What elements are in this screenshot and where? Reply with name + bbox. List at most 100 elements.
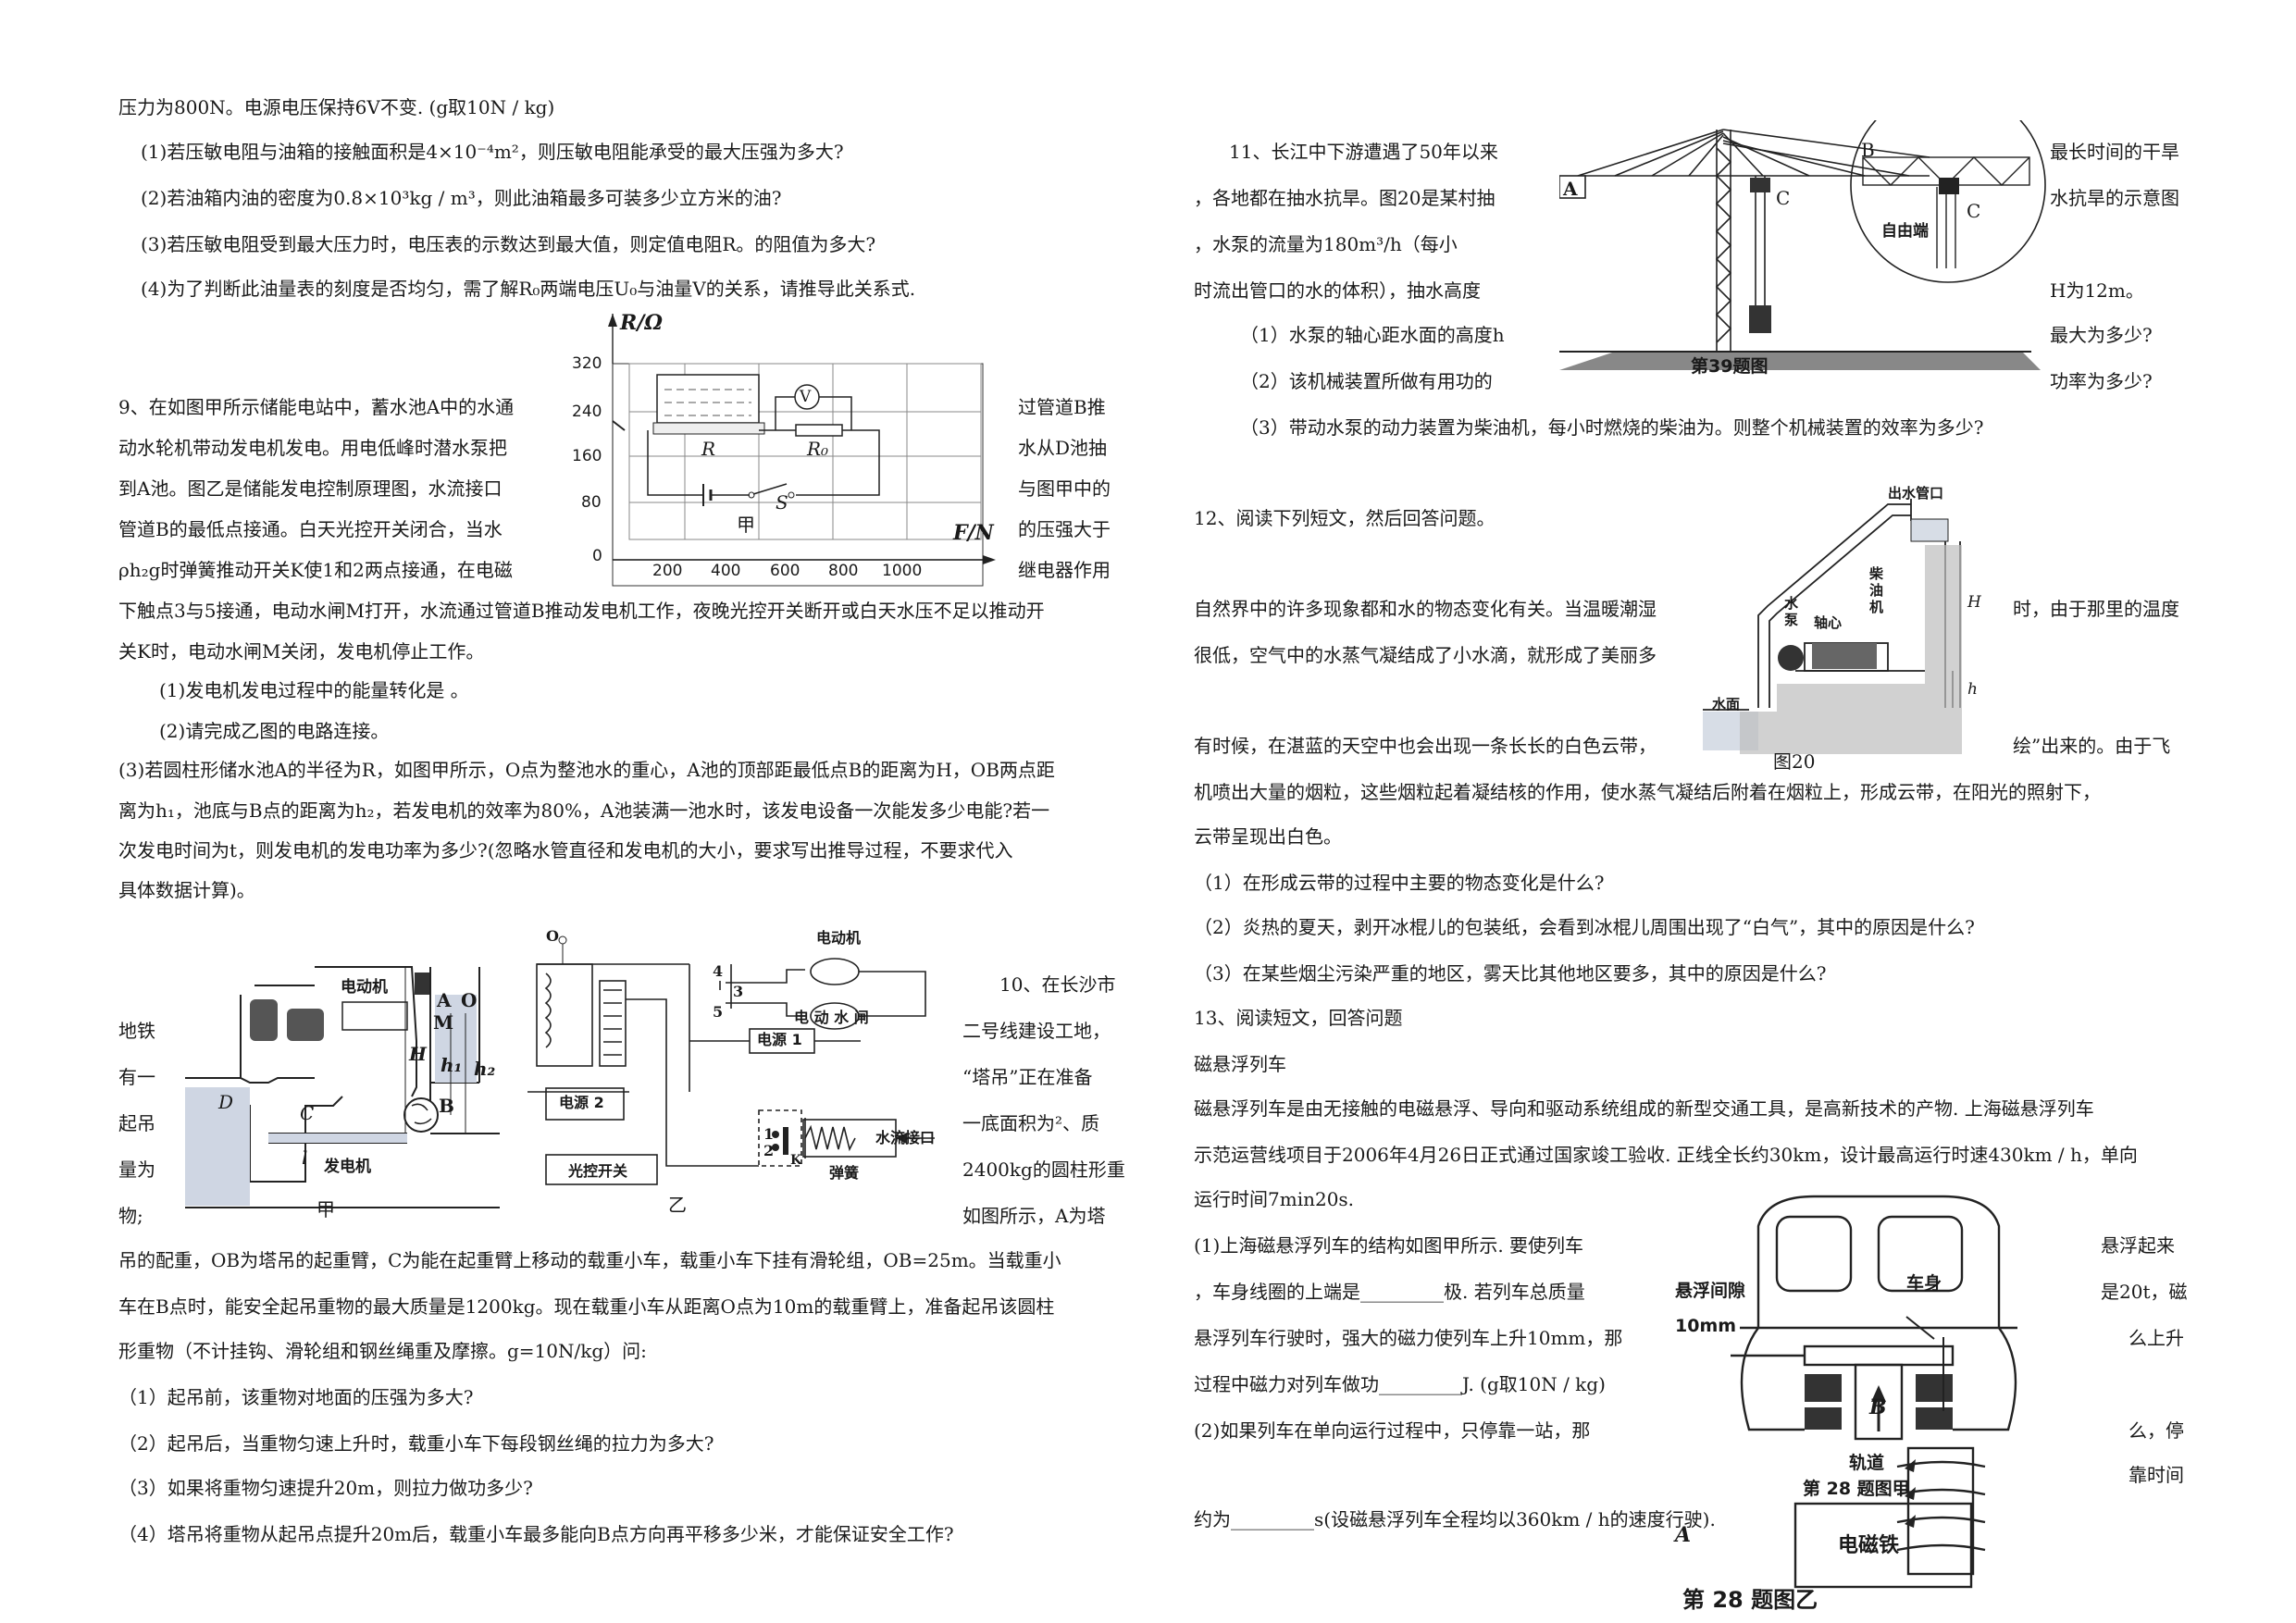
maglev-diagram: 悬浮间隙 10mm 车身 轨道 第 28 题图甲 B A 电磁铁 第 28 题图… [1666,1189,2073,1619]
fig9-label-h1: h₁ [441,1054,463,1076]
question-line: （3）带动水泵的动力装置为柴油机，每小时燃烧的柴油为。则整个机械装置的效率为多少… [1240,416,1984,439]
pump-axle-label: 轴心 [1814,614,1843,631]
pump-diesel-label: 柴油机 [1869,565,1884,615]
text-line: 关K时，电动水闸M关闭，发电机停止工作。 [118,640,485,663]
crane-label-c: C [1776,187,1791,209]
graph-ytick: 80 [581,493,602,512]
fig9b-spring-label: 弹簧 [829,1164,860,1182]
text-line: 地铁 [118,1020,155,1042]
text-line: 如图所示，A为塔 [962,1205,1106,1227]
graph-ytick: 320 [572,354,602,373]
question-line: （1）水泵的轴心距水面的高度h [1240,324,1505,346]
text-line: 到A池。图乙是储能发电控制原理图，水流接口 [118,477,503,500]
text-line: 下触点3与5接通，电动水闸M打开，水流通过管道B推动发电机工作，夜晚光控开关断开… [118,600,1045,622]
text-line: 示范运营线项目于2006年4月26日正式通过国家竣工验收. 正线全长约30km，… [1194,1144,2138,1166]
maglev-label-a: A [1675,1523,1692,1547]
question-line: 悬浮起来 [2101,1234,2175,1257]
text-line: 吊的配重，OB为塔吊的起重臂，C为能在起重臂上移动的载重小车，载重小车下挂有滑轮… [118,1249,1061,1271]
question-line: (2)若油箱内油的密度为0.8×10³kg / m³，则此油箱最多可装多少立方米… [141,187,782,209]
text-line: 继电器作用 [1018,559,1111,581]
text-line: 云带呈现出白色。 [1194,825,1342,848]
text-line: 11、长江中下游遭遇了50年以来 [1229,141,1498,163]
tower-crane-diagram: A B C C 自由端 第39题图 [1559,120,2059,389]
question-line: ，车身线圈的上端是_________极. 若列车总质量 [1194,1281,1585,1303]
pump-label: 水泵 [1784,595,1799,628]
graph-r0-label: R₀ [807,438,829,460]
fig9-label-d: D [218,1091,234,1113]
text-line: 与图甲中的 [1018,477,1111,500]
question-line: (1)发电机发电过程中的能量转化是 。 [159,679,469,701]
question-line: 具体数据计算)。 [118,879,255,901]
text-line: 运行时间7min20s. [1194,1188,1355,1210]
maglev-body-label: 车身 [1906,1273,1942,1294]
pump-height-h-label: H [1967,593,1981,612]
graph-xlabel: F/N [953,521,994,545]
question-line: 约为_________s(设磁悬浮列车全程均以360km / h的速度行驶). [1194,1508,1716,1530]
text-line: 时，由于那里的温度 [2013,598,2179,620]
graph-xtick: 200 [652,562,683,580]
fig9-caption-b: 乙 [668,1194,687,1216]
maglev-label-b: B [1869,1395,1887,1419]
text-line: ，水泵的流量为180m³/h（每小 [1194,233,1458,255]
fig9b-contact-1: 1 [763,1125,775,1143]
fig9b-contact-5: 5 [713,1003,724,1021]
fig9b-label-o: O [546,927,559,945]
fig9b-contact-4: 4 [713,962,724,980]
text-line: 绘”出来的。由于飞 [2013,735,2171,757]
section-title: 12、阅读下列短文，然后回答问题。 [1194,507,1496,529]
resistance-force-graph: R/Ω F/N 320 240 160 80 0 200 400 600 800… [565,310,999,588]
question-line: 过程中磁力对列车做功_________J. (g取10N / kg) [1194,1373,1606,1395]
text-line: ，各地都在抽水抗旱。图20是某村抽 [1194,187,1496,209]
text-line: 起吊 [118,1112,155,1134]
subsection-title: 磁悬浮列车 [1194,1053,1286,1075]
fig9b-light-switch-label: 光控开关 [568,1162,628,1180]
crane-label-b: B [1861,139,1875,161]
text-line: 一底面积为²、质 [962,1112,1100,1134]
fig9b-motor-label: 电动机 [816,929,862,947]
maglev-caption-a: 第 28 题图甲 [1803,1479,1910,1499]
fig9-label-l: l [302,1146,308,1169]
fig9-label-a: A [437,989,452,1011]
fig9b-source2-label: 电源 2 [559,1094,604,1111]
question-line: (4)为了判断此油量表的刻度是否均匀，需了解R₀两端电压U₀与油量V的关系，请推… [141,278,916,300]
question-line: 是20t，磁 [2101,1281,2188,1303]
graph-s-label: S [776,491,788,514]
text-line: 有时候，在湛蓝的天空中也会出现一条长长的白色云带， [1194,735,1657,757]
question-line: （1）在形成云带的过程中主要的物态变化是什么? [1194,872,1605,894]
question-line: 次发电时间为t，则发电机的发电功率为多少?(忽略水管直径和发电机的大小，要求写出… [118,839,1013,861]
text-line: 9、在如图甲所示储能电站中，蓄水池A中的水通 [118,396,515,418]
pump-outlet-label: 出水管口 [1888,485,1944,502]
text-line: 很低，空气中的水蒸气凝结成了小水滴，就形成了美丽多 [1194,644,1657,666]
graph-xtick: 600 [770,562,800,580]
fig9-label-h2: h₂ [474,1058,496,1080]
crane-caption: 第39题图 [1691,356,1769,377]
text-line: 最长时间的干旱 [2050,141,2179,163]
graph-xtick: 400 [711,562,741,580]
text-line: ρh₂g时弹簧推动开关K使1和2两点接通，在电磁 [118,559,513,581]
fig9-label-b: B [439,1095,454,1117]
fig9b-switch-k: K [790,1153,802,1168]
graph-ytick: 160 [572,447,602,465]
question-line: (1)若压敏电阻与油箱的接触面积是4×10⁻⁴m²，则压敏电阻能承受的最大压强为… [141,141,844,163]
fig9-label-o: O [461,989,478,1011]
maglev-gap-label: 悬浮间隙 [1675,1281,1746,1301]
fig9-label-h: H [409,1043,427,1065]
maglev-track-label: 轨道 [1849,1453,1885,1473]
question-line: （2）起吊后，当重物匀速上升时，载重小车下每段钢丝绳的拉力为多大? [118,1432,714,1455]
fig9-motor-label: 电动机 [341,978,388,997]
question-line: 最大为多少? [2050,324,2153,346]
graph-ytick: 0 [592,547,602,565]
text-line: 二号线建设工地， [962,1020,1111,1042]
graph-v-label: V [800,388,812,406]
fig9b-inlet-label: 水流接口 [875,1129,936,1146]
question-line: (3)若圆柱形储水池A的半径为R，如图甲所示，O点为整池水的重心，A池的顶部距最… [118,759,1055,781]
text-line: 过管道B推 [1018,396,1106,418]
question-line: 悬浮列车行驶时，强大的磁力使列车上升10mm，那 [1194,1327,1623,1349]
text-line: 物; [118,1205,143,1227]
fig9b-source1-label: 电源 1 [757,1031,802,1048]
text-line: 量为 [118,1158,155,1181]
question-line: 靠时间 [2128,1464,2184,1486]
text-line: 时流出管口的水的体积），抽水高度 [1194,279,1481,302]
question-line: (1)上海磁悬浮列车的结构如图甲所示. 要使列车 [1194,1234,1584,1257]
water-pump-diagram: 出水管口 水泵 轴心 柴油机 水面 H h 图20 [1703,485,1990,773]
